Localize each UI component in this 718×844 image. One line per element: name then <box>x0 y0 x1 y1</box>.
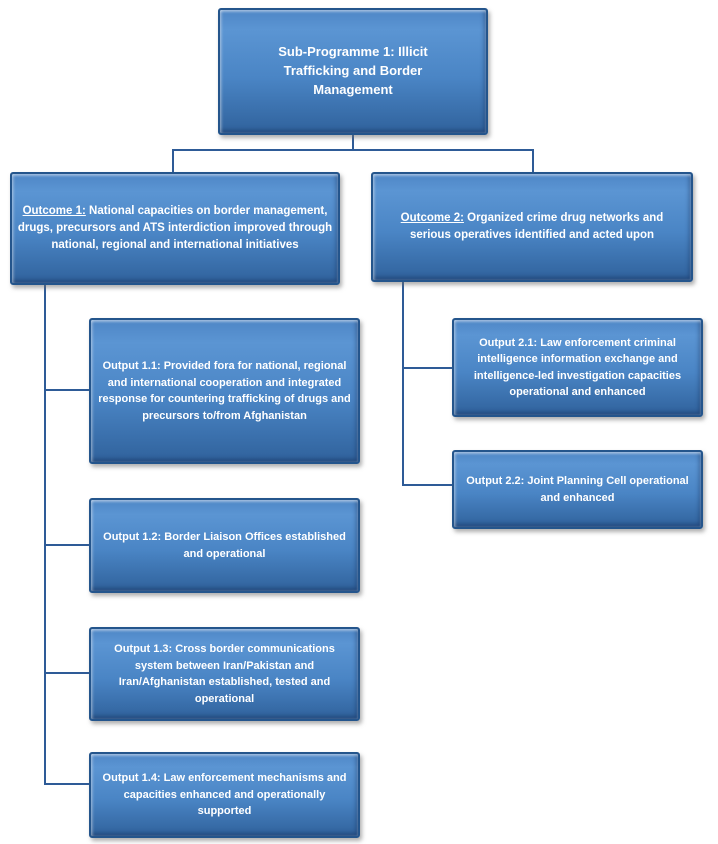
connector-branch-output-1-1 <box>46 389 89 391</box>
output-1-2-text: Output 1.2: Border Liaison Offices estab… <box>101 529 348 562</box>
connector-outcome-1-trunk <box>44 285 46 785</box>
output-1-1-body: Provided fora for national, regional and… <box>98 360 351 422</box>
connector-root-stub <box>352 135 354 151</box>
output-1-1-label: Output 1.1: <box>102 360 161 372</box>
output-2-1-label: Output 2.1: <box>479 336 538 349</box>
connector-branch-output-1-4 <box>44 783 89 785</box>
output-2-1-text: Output 2.1: Law enforcement criminal int… <box>460 335 695 401</box>
output-1-4-label: Output 1.4: <box>102 772 161 785</box>
connector-branch-output-1-3 <box>46 672 89 674</box>
output-1-2-box: Output 1.2: Border Liaison Offices estab… <box>89 498 360 593</box>
connector-branch-output-2-2 <box>402 484 452 486</box>
output-2-1-body: Law enforcement criminal intelligence in… <box>473 336 682 399</box>
outcome-1-text: Outcome 1: National capacities on border… <box>16 203 334 255</box>
output-1-4-body: Law enforcement mechanisms and capacitie… <box>123 772 347 818</box>
outcome-2-box: Outcome 2: Organized crime drug networks… <box>371 172 693 282</box>
output-1-4-box: Output 1.4: Law enforcement mechanisms a… <box>89 752 360 838</box>
output-2-1-box: Output 2.1: Law enforcement criminal int… <box>452 318 703 417</box>
output-2-2-body: Joint Planning Cell operational and enha… <box>527 475 689 504</box>
output-2-2-label: Output 2.2: <box>466 475 525 487</box>
connector-outcome-2-drop <box>532 149 534 172</box>
outcome-1-body: National capacities on border management… <box>17 204 333 252</box>
outcome-1-box: Outcome 1: National capacities on border… <box>10 172 340 285</box>
connector-outcome-2-trunk <box>402 282 404 486</box>
outcome-2-body: Organized crime drug networks and seriou… <box>409 211 664 241</box>
outcome-2-text: Outcome 2: Organized crime drug networks… <box>383 210 681 245</box>
outcome-2-label: Outcome 2: <box>400 211 464 224</box>
connector-branch-output-2-1 <box>404 367 452 369</box>
connector-outcome-1-drop <box>172 149 174 172</box>
output-1-3-text: Output 1.3: Cross border communications … <box>109 641 340 707</box>
connector-horizontal-split <box>172 149 534 151</box>
output-2-2-text: Output 2.2: Joint Planning Cell operatio… <box>460 473 695 506</box>
root-box-title: Sub-Programme 1: Illicit Trafficking and… <box>278 44 428 97</box>
output-1-3-body: Cross border communications system betwe… <box>118 643 335 705</box>
root-box: Sub-Programme 1: Illicit Trafficking and… <box>218 8 488 135</box>
output-1-4-text: Output 1.4: Law enforcement mechanisms a… <box>99 770 350 820</box>
output-1-3-label: Output 1.3: <box>114 643 173 655</box>
output-1-2-label: Output 1.2: <box>103 531 162 543</box>
output-1-2-body: Border Liaison Offices established and o… <box>164 531 346 560</box>
output-1-1-box: Output 1.1: Provided fora for national, … <box>89 318 360 464</box>
output-1-1-text: Output 1.1: Provided fora for national, … <box>97 358 352 424</box>
connector-branch-output-1-2 <box>46 544 89 546</box>
outcome-1-label: Outcome 1: <box>22 204 86 217</box>
output-2-2-box: Output 2.2: Joint Planning Cell operatio… <box>452 450 703 529</box>
output-1-3-box: Output 1.3: Cross border communications … <box>89 627 360 721</box>
